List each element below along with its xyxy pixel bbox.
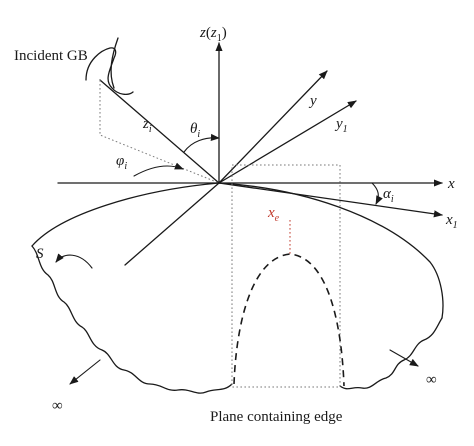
theta-label: θi <box>190 121 200 140</box>
wavy-edge-right <box>339 317 443 390</box>
z-axis-label: z(z1) <box>199 25 227 44</box>
phi-label: φi <box>116 153 127 172</box>
plane-caption: Plane containing edge <box>210 409 343 425</box>
infinity-left-label: ∞ <box>52 398 63 414</box>
infinity-arrow-right <box>389 349 419 367</box>
y1-axis <box>218 100 357 184</box>
theta-angle-arc <box>183 133 220 153</box>
incident-beam-axis <box>99 79 220 184</box>
y-label: y <box>308 93 317 109</box>
surface-s-arrow <box>55 253 93 269</box>
transmitted-line <box>124 182 220 266</box>
xe-label: xe <box>267 205 280 224</box>
zi-label: zi <box>142 116 152 135</box>
y1-label: y1 <box>334 116 348 135</box>
incident-beam-profile <box>85 37 134 95</box>
infinity-right-label: ∞ <box>426 372 437 388</box>
x-label: x <box>447 176 455 192</box>
wavy-edge-left <box>31 245 233 394</box>
phi-angle-arc <box>133 162 184 177</box>
infinity-arrow-left <box>69 359 101 385</box>
x1-axis <box>218 182 443 218</box>
y-axis <box>218 70 328 184</box>
surface-s-label: S <box>36 246 44 262</box>
wedge-surface-arc <box>31 182 444 319</box>
edge-curve-dashed <box>233 253 345 387</box>
alpha-angle-arc <box>371 182 383 205</box>
x1-label: x1 <box>445 212 458 231</box>
edge-plane-rectangle <box>231 164 341 388</box>
incident-gb-label: Incident GB <box>14 48 88 64</box>
alpha-label: αi <box>383 186 394 205</box>
